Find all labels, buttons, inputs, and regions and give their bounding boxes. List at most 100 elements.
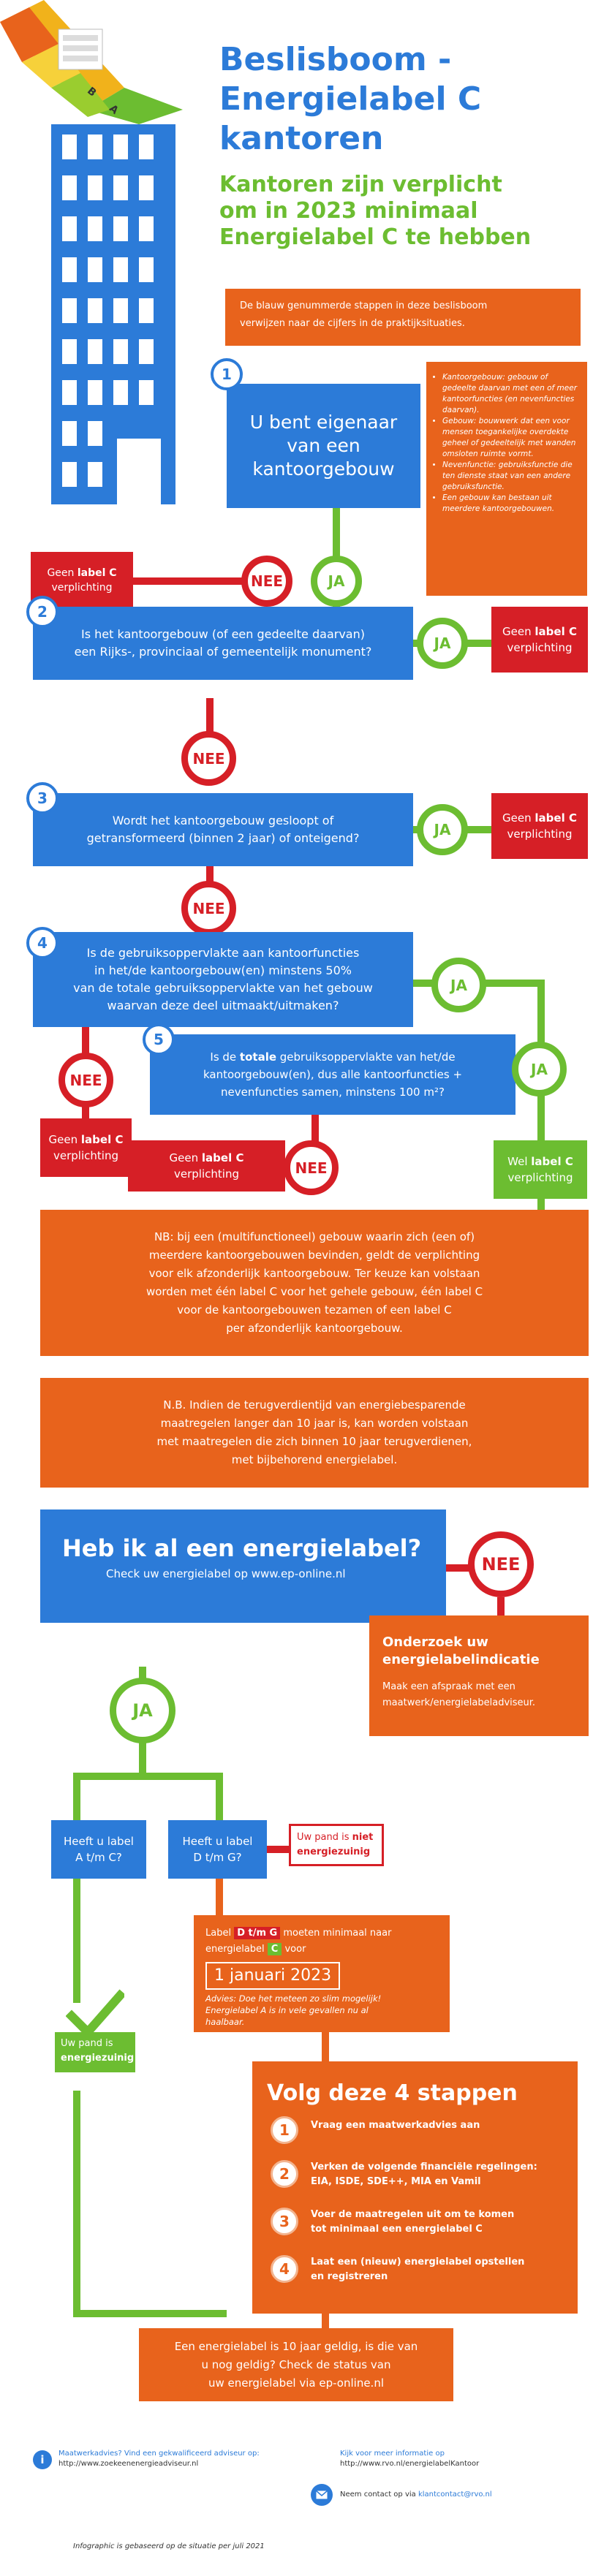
contact-pre: Neem contact op via	[340, 2490, 418, 2499]
q4-line3: van de totale gebruiksoppervlakte van he…	[73, 981, 373, 995]
energielabel-question-sub: Check uw energielabel op www.ep-online.n…	[106, 1567, 346, 1580]
deadline-line2-pre: energielabel	[205, 1944, 268, 1955]
step-2-line2: EIA, ISDE, SDE++, MIA en Vamil	[311, 2176, 481, 2187]
energielabel-nee-badge: NEE	[468, 1531, 534, 1597]
q5-nee-badge: NEE	[284, 1140, 339, 1195]
geldigheid-line1: Een energielabel is 10 jaar geldig, is d…	[174, 2339, 418, 2353]
q5-label-c-text: label C	[201, 1151, 244, 1164]
q3-label-c-text: label C	[535, 811, 577, 825]
connector-deadline-to-steps	[322, 2028, 329, 2065]
q2-ja-badge: JA	[417, 618, 468, 669]
connector-q4-nee	[82, 1023, 89, 1060]
q1-line3: kantoorgebouw	[252, 458, 395, 480]
step-3-text: Voer de maatregelen uit om te komen tot …	[311, 2208, 574, 2237]
definition-kantoorgebouw: Kantoorgebouw: gebouw of gedeelte daarva…	[442, 372, 578, 416]
q4-line1: Is de gebruiksoppervlakte aan kantoorfun…	[86, 946, 360, 960]
intro-line2: verwijzen naar de cijfers in de praktijk…	[240, 318, 465, 329]
onderzoek-title1: Onderzoek uw	[382, 1634, 488, 1650]
connector-left-long	[73, 2091, 80, 2317]
q5-geen-label-c-box: Geen label C verplichting	[128, 1140, 285, 1192]
q1-verplichting: verplichting	[51, 582, 113, 594]
maatwerk-info: Maatwerkadvies? Vind een gekwalificeerd …	[58, 2449, 300, 2469]
connector-dg-niet	[267, 1846, 289, 1853]
question-5-box: Is de totale gebruiksoppervlakte van het…	[150, 1034, 515, 1115]
wel-verplichting: verplichting	[507, 1171, 573, 1184]
q5-geen-text: Geen	[169, 1151, 202, 1164]
step-4-number: 4	[271, 2255, 298, 2283]
q2-geen-text: Geen	[502, 625, 535, 638]
step-2-number: 2	[271, 2160, 298, 2188]
connector-steps-to-bottom	[322, 2310, 329, 2332]
q1-ja-badge: JA	[311, 556, 362, 607]
nb1-line4: worden met één label C voor het gehele g…	[146, 1285, 483, 1298]
steps-box: Volg deze 4 stappen	[252, 2061, 578, 2314]
label-at-line1: Heeft u label	[64, 1835, 134, 1848]
q4-line2: in het/de kantoorgebouw(en) minstens 50%	[94, 963, 352, 977]
energielabel-question-box: Heb ik al een energielabel? Check uw ene…	[40, 1509, 446, 1623]
connector-zuinig-down	[73, 1879, 80, 2003]
q2-nee-badge: NEE	[181, 731, 236, 786]
connector-dg-right	[216, 1773, 223, 1824]
onderzoek-box: Onderzoek uw energielabelindicatie Maak …	[369, 1615, 589, 1736]
connector-wel-down	[537, 1199, 545, 1213]
contact-line: Neem contact op via klantcontact@rvo.nl	[340, 2490, 492, 2500]
zuinig-badge: Uw pand is energiezuinig	[55, 2032, 135, 2072]
wel-label-c-box: Wel label C verplichting	[494, 1140, 587, 1199]
q5-line2: kantoorgebouw(en), dus alle kantoorfunct…	[203, 1068, 463, 1081]
onderzoek-text2: maatwerk/energielabeladviseur.	[382, 1697, 536, 1708]
q2-geen-label-c-box: Geen label C verplichting	[491, 607, 588, 673]
step-3-number: 3	[271, 2208, 298, 2235]
connector-nee-to-onderzoek	[497, 1597, 505, 1619]
nb2-line4: met bijbehorend energielabel.	[231, 1453, 398, 1466]
definition-gebouw: Gebouw: bouwwerk dat een voor mensen toe…	[442, 416, 578, 460]
q3-line1: Wordt het kantoorgebouw gesloopt of	[112, 814, 334, 827]
q2-line1: Is het kantoorgebouw (of een gedeelte da…	[81, 627, 365, 641]
connector-split-h	[73, 1773, 223, 1780]
q4-verplichting: verplichting	[53, 1149, 118, 1162]
maatwerk-url[interactable]: http://www.zoekeenenergieadviseur.nl	[58, 2460, 199, 2468]
energielabel-ja-badge: JA	[110, 1678, 175, 1743]
q4-line4: waarvan deze deel uitmaakt/uitmaken?	[107, 999, 339, 1012]
deadline-advice2: Energielabel A is in vele gevallen nu al	[205, 2005, 369, 2015]
question-1-number: 1	[211, 358, 243, 390]
meer-info: Kijk voor meer informatie op http://www.…	[340, 2449, 581, 2469]
nb1-line5: voor de kantoorgebouwen tezamen of een l…	[177, 1303, 452, 1317]
nb1-line2: meerdere kantoorgebouwen bevinden, geldt…	[148, 1249, 480, 1262]
question-4-number: 4	[26, 927, 58, 959]
contact-email[interactable]: klantcontact@rvo.nl	[418, 2490, 492, 2499]
onderzoek-title2: energielabelindicatie	[382, 1652, 540, 1667]
email-icon	[311, 2484, 333, 2506]
niet-zuinig-badge: Uw pand is niet energiezuinig	[289, 1824, 384, 1866]
label-dg-line1: Heeft u label	[182, 1835, 253, 1848]
definition-nevenfunctie: Nevenfunctie: gebruiksfunctie die ten di…	[442, 460, 578, 493]
niet-zuinig-energiezuinig: energiezuinig	[297, 1846, 371, 1857]
page-subtitle-line1: Kantoren zijn verplicht	[219, 172, 502, 197]
step-1-number: 1	[271, 2116, 298, 2144]
q3-ja-badge: JA	[417, 804, 468, 855]
deadline-date: 1 januari 2023	[205, 1962, 341, 1990]
question-2-box: Is het kantoorgebouw (of een gedeelte da…	[33, 607, 413, 680]
zuinig-bold: energiezuinig	[61, 2053, 135, 2064]
step-2-line1: Verken de volgende financiële regelingen…	[311, 2162, 537, 2172]
nb-multifunctional-box: NB: bij een (multifunctioneel) gebouw wa…	[40, 1210, 589, 1356]
info-url[interactable]: http://www.rvo.nl/energielabelKantoor	[340, 2460, 480, 2468]
step-4-line1: Laat een (nieuw) energielabel opstellen	[311, 2257, 525, 2268]
q5-verplichting: verplichting	[174, 1167, 239, 1181]
nb1-line1: NB: bij een (multifunctioneel) gebouw wa…	[154, 1230, 475, 1243]
page-subtitle: Kantoren zijn verplicht om in 2023 minim…	[219, 172, 585, 251]
q5-pre: Is de	[210, 1050, 240, 1064]
connector-at-left	[73, 1773, 80, 1824]
connector-q5-nee	[311, 1115, 319, 1155]
question-1-box: U bent eigenaar van een kantoorgebouw	[227, 384, 420, 508]
zuinig-pre: Uw pand is	[61, 2038, 113, 2049]
step-2-text: Verken de volgende financiële regelingen…	[311, 2160, 574, 2189]
connector-q1-ja	[333, 490, 340, 607]
page-title-line3: kantoren	[219, 120, 384, 157]
connector-dg-to-deadline	[216, 1875, 223, 1919]
footer-note: Infographic is gebaseerd op de situatie …	[73, 2542, 265, 2550]
question-4-box: Is de gebruiksoppervlakte aan kantoorfun…	[33, 932, 413, 1027]
steps-title: Volg deze 4 stappen	[267, 2080, 518, 2106]
q3-line2: getransformeerd (binnen 2 jaar) of ontei…	[86, 831, 360, 845]
nb2-line1: N.B. Indien de terugverdientijd van ener…	[163, 1398, 466, 1412]
q4-geen-text: Geen	[48, 1133, 81, 1146]
